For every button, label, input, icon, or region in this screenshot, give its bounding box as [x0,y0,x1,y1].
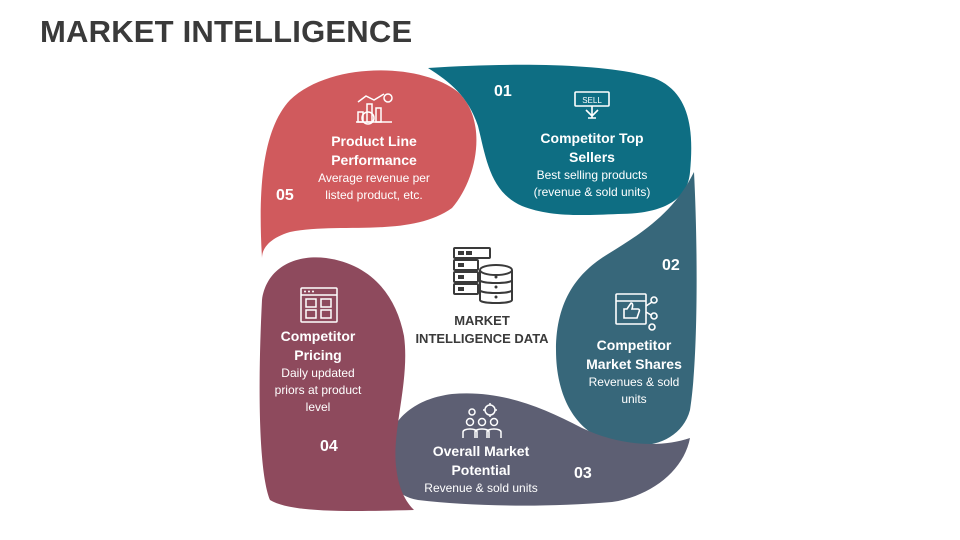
segment-04-heading-line1: Competitor [280,328,356,344]
segment-04-desc-line2: priors at product [274,383,362,397]
segment-05-desc-line1: Average revenue per [318,171,430,185]
segment-02-heading-line1: Competitor [596,337,672,353]
segment-01-heading-line2: Sellers [569,149,615,165]
segment-02-number: 02 [662,257,680,274]
segment-05-number: 05 [276,187,294,204]
segment-04-heading-line2: Pricing [294,347,342,363]
segment-03-heading-line1: Overall Market [432,443,530,459]
petal-01 [428,64,692,216]
segment-05-desc-line2: listed product, etc. [325,188,423,202]
chart-growth-icon [356,93,393,125]
segment-04-desc-line1: Daily updated [281,366,355,380]
segment-05-text: Product Line Performance Average revenue… [308,132,440,204]
segment-05-heading-line1: Product Line [331,133,417,149]
segment-02-text: Competitor Market Shares Revenues & sold… [578,336,690,408]
segment-05-heading-line2: Performance [331,152,417,168]
segment-01-number: 01 [494,83,512,100]
segment-02-desc-line1: Revenues & sold [588,375,680,389]
petal-03 [384,393,690,506]
sell-sign-icon: SELL [574,91,610,119]
segment-01-heading-line1: Competitor Top [540,130,644,146]
svg-text:SELL: SELL [582,96,602,105]
segment-02-desc-line2: units [621,392,647,406]
segment-04-number: 04 [320,438,338,455]
segment-03-text: Overall Market Potential Revenue & sold … [416,442,546,497]
segment-01-text: Competitor Top Sellers Best selling prod… [522,129,662,201]
segment-04-text: Competitor Pricing Daily updated priors … [263,327,373,416]
petal-05 [260,70,477,258]
segment-03-desc-line1: Revenue & sold units [424,481,538,495]
database-server-icon [453,247,513,304]
segment-04-desc-line3: level [305,400,331,414]
price-tags-browser-icon [300,287,338,323]
petal-04 [259,257,414,511]
segment-01-desc-line2: (revenue & sold units) [533,185,651,199]
segment-03-heading-line2: Potential [451,462,511,478]
segment-02-heading-line2: Market Shares [586,356,682,372]
segment-01-desc-line1: Best selling products [536,168,648,182]
page-title: MARKET INTELLIGENCE [40,14,413,49]
thumbs-up-share-icon [615,293,658,331]
team-gear-icon [462,403,502,438]
center-label: MARKET INTELLIGENCE DATA [415,313,549,346]
segment-03-number: 03 [574,465,592,482]
